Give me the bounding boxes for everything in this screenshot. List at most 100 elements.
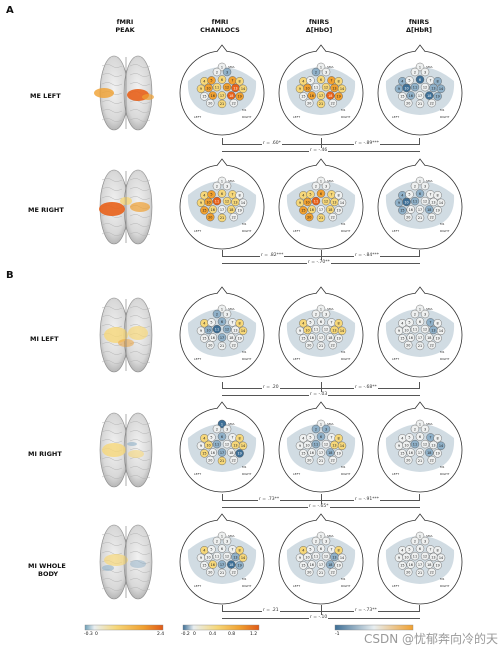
- channel-marker: [405, 545, 414, 554]
- channel-number: 3: [424, 539, 426, 543]
- channel-number: 1: [320, 534, 322, 538]
- channel-marker: [406, 91, 415, 100]
- channel-marker: [410, 196, 420, 206]
- channel-number: 19: [336, 337, 340, 341]
- channel-marker: [427, 212, 436, 222]
- colorbar-label: 0.4: [209, 632, 217, 637]
- channel-marker: [316, 568, 326, 578]
- channel-number: 14: [241, 444, 245, 448]
- sma-label: SMA: [426, 422, 433, 426]
- channel-number: 5: [408, 548, 410, 552]
- channel-marker: [334, 334, 343, 343]
- channel-marker: [306, 318, 315, 327]
- correlation-bottom: r = -.03: [309, 392, 329, 397]
- channel-marker: [316, 456, 326, 466]
- channel-number: 20: [406, 101, 410, 105]
- channel-number: 12: [423, 85, 427, 89]
- channel-marker: [436, 553, 446, 562]
- channel-number: 19: [336, 209, 340, 213]
- right-label: RIGHT: [341, 472, 351, 476]
- column-header-fmri-peak: fMRI PEAK: [90, 18, 160, 34]
- correlation-right: r = -.84***: [354, 253, 381, 258]
- channel-number: 7: [429, 548, 431, 552]
- channel-number: 2: [216, 539, 218, 543]
- channel-number: 17: [418, 94, 422, 98]
- channel-number: 9: [299, 444, 301, 448]
- channel-marker: [204, 440, 213, 450]
- channel-number: 10: [305, 443, 309, 447]
- channel-number: 7: [231, 193, 233, 197]
- channel-number: 21: [319, 459, 323, 463]
- channel-marker: [311, 181, 321, 191]
- channel-marker: [433, 92, 442, 101]
- correlation-left: r = .21: [262, 608, 280, 613]
- colorbar-fnirs: [334, 624, 414, 631]
- brain-gyrus: [129, 109, 151, 113]
- channel-number: 20: [208, 343, 212, 347]
- brain-gyrus: [101, 578, 123, 582]
- channel-marker: [402, 83, 411, 93]
- brain-gyrus: [101, 587, 123, 591]
- channel-number: 14: [439, 87, 443, 91]
- channel-number: 6: [320, 435, 322, 439]
- left-label: LEFT: [392, 357, 399, 361]
- nose-marker: [414, 513, 426, 521]
- channel-marker: [212, 324, 222, 334]
- channel-number: 11: [314, 199, 318, 203]
- brain-gyrus: [101, 457, 123, 461]
- brain-gyrus: [129, 178, 151, 182]
- right-label: RIGHT: [242, 472, 252, 476]
- brain-gyrus: [129, 430, 151, 434]
- channel-number: 9: [200, 329, 202, 333]
- channel-number: 20: [208, 101, 212, 105]
- channel-marker: [229, 340, 238, 350]
- left-label: LEFT: [392, 584, 399, 588]
- channel-marker: [235, 434, 244, 443]
- channel-number: 18: [229, 563, 233, 567]
- brain-activation-blob: [128, 450, 144, 458]
- right-label: RIGHT: [242, 357, 252, 361]
- correlation-bottom: r = -.70**: [307, 260, 331, 265]
- channel-marker: [200, 561, 209, 570]
- channel-marker: [217, 568, 227, 578]
- channel-number: 21: [220, 102, 224, 106]
- brain-gyrus: [129, 232, 151, 236]
- channel-marker: [406, 205, 415, 214]
- channel-marker: [321, 196, 331, 206]
- brain-gyrus: [129, 100, 151, 104]
- m1-label: M1: [242, 350, 247, 354]
- channel-number: 15: [301, 452, 305, 456]
- channel-number: 14: [241, 201, 245, 205]
- channel-marker: [227, 333, 236, 342]
- channel-marker: [207, 433, 216, 442]
- correlation-left: r = .60*: [262, 141, 282, 146]
- correlation-bottom: r = -.10: [309, 615, 329, 620]
- channel-number: 1: [320, 179, 322, 183]
- nose-marker: [216, 44, 228, 52]
- channel-number: 5: [408, 321, 410, 325]
- channel-number: 9: [398, 201, 400, 205]
- channel-number: 22: [331, 215, 335, 219]
- channel-number: 6: [221, 78, 223, 82]
- channel-number: 4: [401, 549, 403, 553]
- channel-number: 6: [221, 320, 223, 324]
- channel-marker: [415, 189, 425, 198]
- channel-marker: [311, 67, 321, 77]
- channel-number: 17: [319, 208, 323, 212]
- nose-marker: [414, 158, 426, 166]
- brain-gyrus: [129, 578, 151, 582]
- channel-marker: [222, 181, 232, 191]
- channel-number: 17: [220, 563, 224, 567]
- channel-marker: [208, 448, 217, 457]
- left-label: LEFT: [293, 472, 300, 476]
- channel-number: 20: [406, 570, 410, 574]
- channel-number: 11: [314, 442, 318, 446]
- channel-marker: [337, 553, 347, 562]
- channel-number: 21: [418, 571, 422, 575]
- channel-marker: [217, 75, 227, 84]
- channel-marker: [238, 198, 248, 208]
- channel-number: 10: [206, 555, 210, 559]
- channel-number: 11: [215, 442, 219, 446]
- right-label: RIGHT: [440, 584, 450, 588]
